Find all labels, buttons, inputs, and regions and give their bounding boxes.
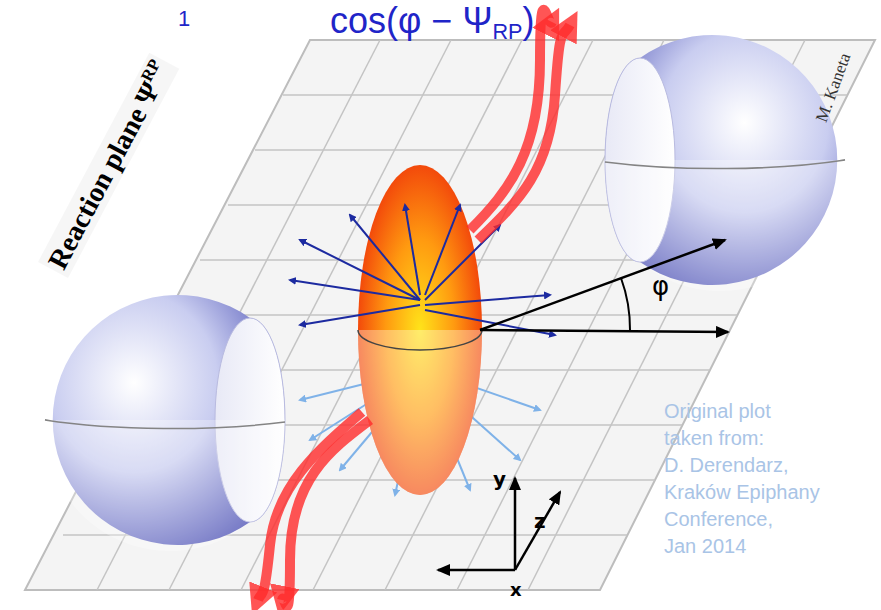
callout-number: 1: [178, 6, 190, 31]
source-note: taken from:: [664, 427, 764, 449]
source-note: Jan 2014: [664, 535, 746, 557]
angle-label: φ: [652, 271, 669, 301]
formula-text: ): [522, 0, 534, 41]
plane-label: Reaction plane Ψ: [41, 77, 166, 274]
source-note: Original plot: [664, 400, 771, 422]
label-group: cos(φ − ΨRP): [330, 0, 534, 45]
label-group: 1: [178, 6, 190, 31]
axis-label: z: [534, 509, 546, 533]
axis-label: x: [510, 579, 522, 600]
label-group: taken from:: [664, 427, 764, 450]
formula-text: cos(φ − Ψ: [330, 0, 492, 41]
axis-label: y: [493, 467, 506, 491]
label-group: Reaction plane ΨRP: [38, 52, 179, 277]
label-group: Original plot: [664, 400, 771, 423]
label-group: Jan 2014: [664, 535, 746, 558]
label-group: x: [510, 580, 522, 601]
source-note: Conference,: [664, 508, 773, 530]
label-group: Kraków Epiphany: [664, 481, 820, 504]
source-note: D. Derendarz,: [664, 454, 789, 476]
label-group: y: [493, 468, 506, 491]
label-group: z: [534, 510, 546, 533]
label-group: φ: [652, 272, 669, 302]
label-group: Conference,: [664, 508, 773, 531]
source-note: Kraków Epiphany: [664, 481, 820, 503]
label-group: D. Derendarz,: [664, 454, 789, 477]
formula-subscript: RP: [492, 19, 522, 44]
